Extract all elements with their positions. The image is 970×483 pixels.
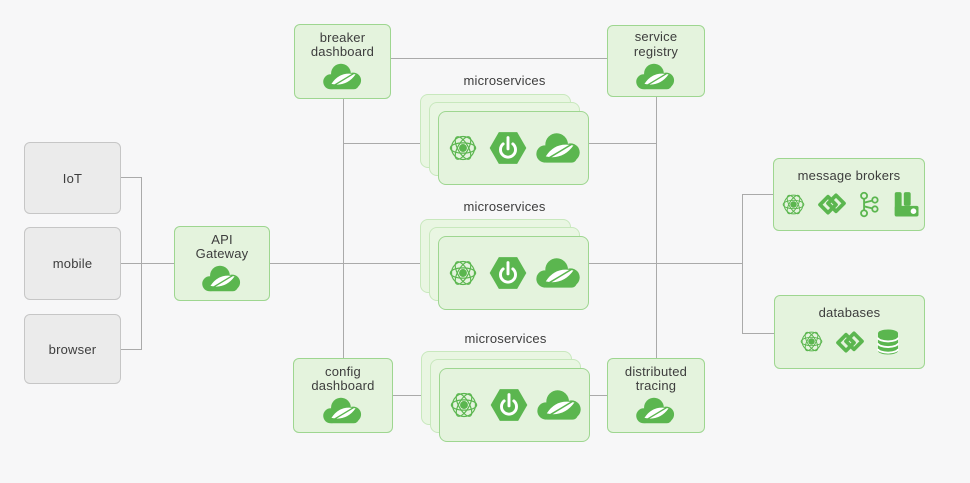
distributed-tracing-node: distributed tracing xyxy=(607,358,705,433)
connector-line xyxy=(742,333,774,334)
connector-line xyxy=(121,349,142,350)
spring-boot-icon xyxy=(488,128,528,168)
connector-line xyxy=(343,99,344,358)
microservice-card xyxy=(438,236,589,310)
node-label: API Gateway xyxy=(195,231,249,261)
connector-line xyxy=(578,263,743,264)
connector-line xyxy=(656,97,657,358)
stack-label: microservices xyxy=(464,331,547,346)
database-icons xyxy=(796,326,903,358)
client-label: IoT xyxy=(62,170,83,186)
spring-boot-icon xyxy=(489,385,529,425)
node-label: breaker dashboard xyxy=(310,29,375,59)
client-box-mobile: mobile xyxy=(24,227,121,300)
node-label: service registry xyxy=(633,29,679,59)
kafka-icon xyxy=(855,190,884,219)
connector-line xyxy=(578,143,656,144)
connector-line xyxy=(121,263,174,264)
spring-cloud-icon xyxy=(634,396,678,426)
spring-cloud-icon xyxy=(535,388,585,423)
spring-cloud-icon xyxy=(321,62,365,92)
microservice-card xyxy=(438,111,589,185)
connector-line xyxy=(742,194,743,334)
broker-icons xyxy=(778,188,921,220)
connector-line xyxy=(270,263,442,264)
connector-line xyxy=(391,58,607,59)
api-gateway-node: API Gateway xyxy=(174,226,270,301)
data-link-icon xyxy=(816,188,848,220)
client-box-browser: browser xyxy=(24,314,121,384)
client-label: mobile xyxy=(52,256,93,271)
atom-icon xyxy=(778,189,809,220)
connector-line xyxy=(343,143,442,144)
client-box-iot: IoT xyxy=(24,142,121,214)
client-label: browser xyxy=(48,341,97,357)
atom-icon xyxy=(444,129,482,167)
spring-cloud-icon xyxy=(534,131,584,166)
spring-cloud-icon xyxy=(634,62,678,92)
connector-line xyxy=(393,395,442,396)
node-label: databases xyxy=(818,305,881,321)
spring-cloud-icon xyxy=(200,264,244,294)
node-label: distributed tracing xyxy=(624,363,688,393)
config-dashboard-node: config dashboard xyxy=(293,358,393,433)
databases-node: databases xyxy=(774,295,925,369)
connector-line xyxy=(742,194,773,195)
node-label: config dashboard xyxy=(311,363,375,393)
connector-line xyxy=(121,177,142,178)
node-label: message brokers xyxy=(797,167,901,183)
spring-cloud-icon xyxy=(321,396,365,426)
microservices-stack-1 xyxy=(420,94,589,185)
atom-icon xyxy=(444,254,482,292)
spring-cloud-icon xyxy=(534,256,584,291)
data-link-icon xyxy=(834,326,866,358)
microservice-card xyxy=(439,368,590,442)
atom-icon xyxy=(796,326,827,357)
atom-icon xyxy=(445,386,483,424)
database-icon xyxy=(873,327,903,357)
microservices-stack-3 xyxy=(421,351,590,442)
stack-label: microservices xyxy=(463,73,546,88)
connector-line xyxy=(578,395,607,396)
spring-boot-icon xyxy=(488,253,528,293)
rabbitmq-icon xyxy=(891,189,921,219)
service-registry-node: service registry xyxy=(607,25,705,97)
stack-label: microservices xyxy=(463,199,546,214)
breaker-dashboard-node: breaker dashboard xyxy=(294,24,391,99)
message-brokers-node: message brokers xyxy=(773,158,925,231)
microservices-stack-2 xyxy=(420,219,589,310)
